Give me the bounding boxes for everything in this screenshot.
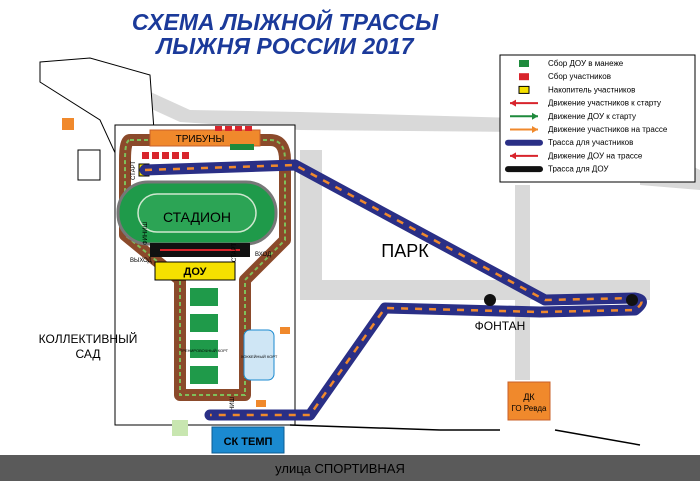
tribunes-label: ТРИБУНЫ [176, 134, 225, 145]
legend-item-trassa-dou: Трасса для ДОУ [505, 165, 609, 174]
legend-symbol [510, 112, 538, 120]
legend-label: Движение участников к старту [548, 99, 661, 108]
bottom-path [289, 424, 441, 431]
legend-label: Накопитель участников [548, 85, 635, 94]
legend-item-nakopitel: Накопитель участников [518, 85, 635, 94]
participant-gathering-points [142, 126, 252, 159]
legend-symbol [519, 60, 529, 67]
sk-temp-label: СК ТЕМП [224, 436, 273, 448]
brown-path-inner [124, 139, 286, 396]
dou-label: ДОУ [184, 266, 207, 278]
park-label: ПАРК [381, 241, 429, 261]
exit-label: ВЫХОД [130, 258, 152, 264]
title-line1: СХЕМА ЛЫЖНОЙ ТРАССЫ [132, 7, 439, 35]
orange-marker [280, 327, 290, 334]
legend-label: Движение ДОУ к старту [548, 112, 636, 121]
park-road-vertical [300, 150, 322, 298]
orange-marker-2 [256, 400, 266, 407]
legend-label: Трасса для ДОУ [548, 165, 609, 174]
tribunes [149, 129, 261, 147]
entrance-label: ВХОД [255, 252, 271, 258]
stadium-label: СТАДИОН [163, 209, 231, 225]
hockey-court-label: ХОККЕЙНЫЙ КОРТ [241, 354, 278, 359]
street [0, 455, 700, 481]
legend-symbol [519, 73, 529, 81]
legend-symbol [510, 126, 538, 133]
fountain-label: ФОНТАН [475, 319, 526, 333]
bottom-finish-label: ФИНИШ [230, 397, 236, 420]
stadium-field [137, 193, 257, 233]
turnaround-dot [626, 294, 638, 306]
dou-box [154, 261, 236, 281]
legend-item-sbor-uch: Сбор участников [519, 72, 611, 81]
garden-label-line1: КОЛЛЕКТИВНЫЙ [39, 331, 138, 346]
legend-symbol [510, 152, 538, 160]
hockey-court [243, 329, 275, 381]
legend-symbol [510, 99, 538, 107]
street-label: улица СПОРТИВНАЯ [275, 461, 405, 476]
start-label: СТАРТ [131, 161, 137, 180]
finish-label: ФИНИШ [143, 222, 149, 245]
legend-item-dv-dou-start: Движение ДОУ к старту [510, 112, 636, 121]
legend-label: Движение участников на трассе [548, 125, 668, 134]
legend-symbol [518, 85, 530, 94]
dk-sub-label: ГО Ревда [511, 404, 547, 413]
legend-label: Сбор участников [548, 72, 611, 81]
fountain-dot [484, 294, 496, 306]
legend-item-dv-dou-trasse: Движение ДОУ на трассе [510, 151, 643, 160]
top-road [40, 58, 700, 190]
legend-item-dv-uch-trasse: Движение участников на трассе [510, 125, 668, 134]
start-label-2: СТАРТ [232, 243, 238, 262]
route-direction-arrows [144, 163, 643, 417]
legend-item-dv-uch-start: Движение участников к старту [510, 99, 661, 108]
dou-gathering-point [230, 144, 254, 150]
orange-kiosk [62, 118, 74, 130]
legend-label: Трасса для участников [548, 138, 633, 147]
legend-label: Движение ДОУ на трассе [548, 151, 643, 160]
legend-item-sbor-dou: Сбор ДОУ в манеже [519, 59, 624, 68]
dk-road [517, 300, 527, 380]
sk-temp-building [211, 426, 285, 454]
legend-label: Сбор ДОУ в манеже [548, 59, 624, 68]
garden-label-line2: САД [76, 347, 101, 361]
dk-path-right [554, 429, 641, 446]
small-building [77, 149, 101, 181]
dk-building [507, 381, 551, 421]
title-line2: ЛЫЖНЯ РОССИИ 2017 [155, 33, 415, 59]
training-court-label: ТРЕНИРОВОЧНЫЙ КОРТ [180, 348, 229, 353]
green-courts [190, 288, 218, 384]
green-square [172, 420, 188, 436]
dk-label: ДК [523, 392, 535, 402]
legend-item-trassa-uch: Трасса для участников [505, 138, 633, 147]
